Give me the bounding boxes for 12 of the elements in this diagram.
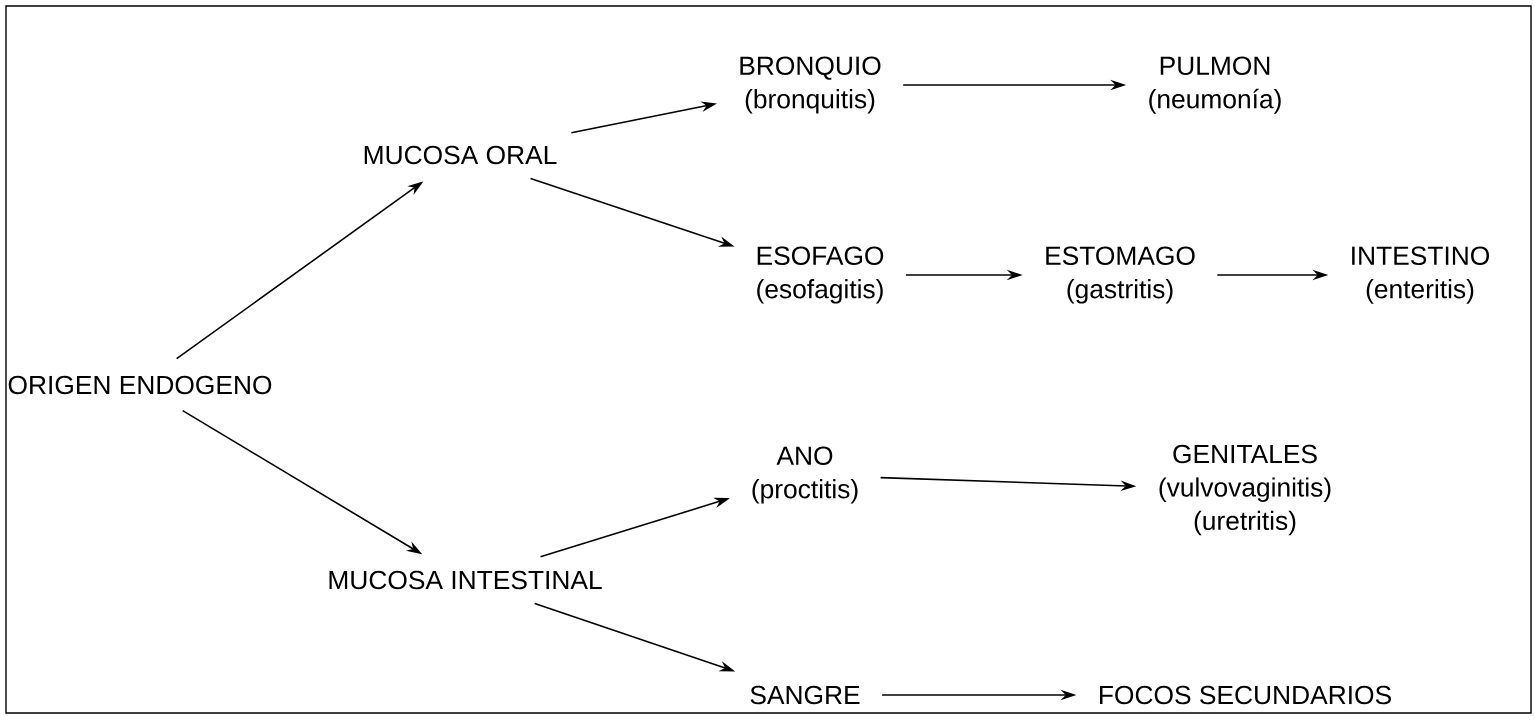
node-label: ESOFAGO (esofagitis) xyxy=(757,246,884,304)
node-label: BRONQUIO (bronquitis) xyxy=(740,56,881,114)
node-label: MUCOSA ORAL xyxy=(364,145,557,165)
node-label: SANGRE xyxy=(750,685,860,705)
node-label: PULMON (neumonía) xyxy=(1149,56,1281,114)
node-label: ANO (proctitis) xyxy=(752,446,858,504)
node-label: ESTOMAGO (gastritis) xyxy=(1046,246,1195,304)
node-label: GENITALES (vulvovaginitis) (uretritis) xyxy=(1159,444,1331,536)
node-label: ORIGEN ENDOGENO xyxy=(8,375,272,395)
node-label: INTESTINO (enteritis) xyxy=(1352,246,1490,304)
node-label: FOCOS SECUNDARIOS xyxy=(1100,685,1391,705)
node-label: MUCOSA INTESTINAL xyxy=(329,570,602,590)
